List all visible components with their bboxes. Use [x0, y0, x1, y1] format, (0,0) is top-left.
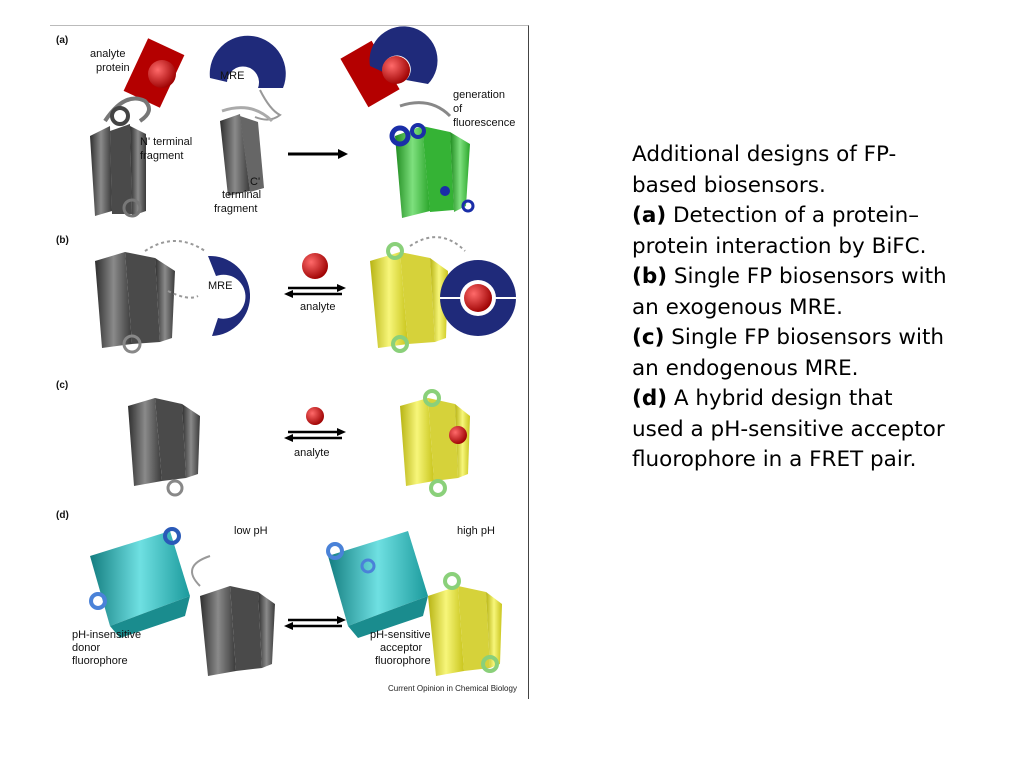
reaction-arrow-a — [288, 149, 348, 159]
caption-d-line-1: (d) A hybrid design that — [632, 384, 1002, 415]
gray-fp-barrel-b — [95, 240, 206, 354]
c-terminal-label-1: C' — [250, 176, 260, 188]
teal-fp-barrel-d-right — [326, 531, 428, 638]
caption-c-line-1: (c) Single FP biosensors with — [632, 323, 1002, 354]
c-terminal-label-2: terminal — [222, 189, 261, 201]
figure-credit: Current Opinion in Chemical Biology — [388, 684, 517, 693]
analyte-label-c: analyte — [294, 447, 329, 459]
analyte-protein-bound — [382, 56, 410, 84]
mre-arc-bound — [369, 26, 438, 84]
green-fp-barrel-a — [389, 101, 475, 218]
assembled-complex-red — [340, 40, 400, 108]
caption-b-text-1: Single FP biosensors with — [667, 264, 947, 289]
acceptor-label-3: fluorophore — [375, 655, 431, 667]
yellow-fp-barrel-c — [400, 389, 470, 497]
equilibrium-arrow-d — [284, 616, 346, 630]
generation-label-3: fluorescence — [453, 117, 515, 129]
caption-b-text-2: an exogenous MRE. — [632, 294, 843, 320]
caption-intro-1: Additional designs of FP- — [632, 142, 897, 167]
donor-label-1: pH-insensitive — [72, 629, 141, 641]
c-terminal-label-3: fragment — [214, 203, 257, 215]
caption-c-text-1: Single FP biosensors with — [664, 325, 945, 350]
yellow-fp-barrel-b — [370, 236, 466, 353]
figure-panel: (a) analyte protein N' terminal fragment… — [50, 25, 529, 699]
c-terminal-fragment — [220, 106, 274, 196]
caption-d-text-2: used a pH-sensitive acceptor — [632, 416, 945, 442]
panel-b-letter: (b) — [56, 235, 69, 246]
mre-ring-bound-b — [440, 260, 516, 336]
mre-label-a: MRE — [220, 70, 244, 82]
equilibrium-arrow-b — [284, 284, 346, 298]
donor-label-2: donor — [72, 642, 100, 654]
panel-c-letter: (c) — [56, 380, 68, 391]
mre-arc-a — [209, 35, 286, 88]
gray-fp-barrel-d — [191, 555, 275, 676]
mre-label-b: MRE — [208, 280, 232, 292]
caption-d-text-3: fluorophore in a FRET pair. — [632, 447, 917, 472]
n-terminal-label-1: N' terminal — [140, 136, 192, 148]
analyte-sphere-c — [306, 407, 324, 425]
low-ph-label: low pH — [234, 525, 268, 537]
panel-d-letter: (d) — [56, 510, 69, 521]
analyte-protein-label-1: analyte — [90, 48, 125, 60]
figure-illustration: (a) analyte protein N' terminal fragment… — [56, 26, 517, 693]
caption-c-text-2: an endogenous MRE. — [632, 355, 859, 381]
mre-arc-b — [208, 255, 251, 336]
caption-b-label: (b) — [632, 264, 668, 289]
analyte-protein-red — [123, 38, 185, 108]
caption-a-label: (a) — [632, 203, 667, 228]
equilibrium-arrow-c — [284, 428, 346, 442]
generation-label-2: of — [453, 103, 463, 115]
caption-c-label: (c) — [632, 325, 665, 350]
caption-d-label: (d) — [632, 386, 668, 411]
generation-label-1: generation — [453, 89, 505, 101]
n-terminal-label-2: fragment — [140, 150, 183, 162]
analyte-protein-label-2: protein — [96, 62, 130, 74]
teal-fp-barrel-d-left — [89, 527, 190, 638]
n-terminal-fragment — [90, 96, 151, 218]
caption-a-line-1: (a) Detection of a protein– — [632, 201, 1002, 232]
analyte-label-b: analyte — [300, 301, 335, 313]
acceptor-label-1: pH-sensitive — [370, 629, 431, 641]
gray-fp-barrel-c — [128, 398, 200, 497]
caption-a-text-1: Detection of a protein– — [666, 203, 920, 228]
yellow-fp-barrel-d — [428, 572, 502, 676]
panel-a-letter: (a) — [56, 35, 68, 46]
caption-b-line-1: (b) Single FP biosensors with — [632, 262, 1002, 293]
donor-label-3: fluorophore — [72, 655, 128, 667]
caption-intro-2: based biosensors. — [632, 172, 826, 198]
caption-d-text-1: A hybrid design that — [667, 386, 893, 411]
acceptor-label-2: acceptor — [380, 642, 423, 654]
caption-text: Additional designs of FP- based biosenso… — [632, 140, 1002, 476]
high-ph-label: high pH — [457, 525, 495, 537]
analyte-sphere-b — [302, 253, 328, 279]
caption-a-text-2: protein interaction by BiFC. — [632, 233, 927, 259]
